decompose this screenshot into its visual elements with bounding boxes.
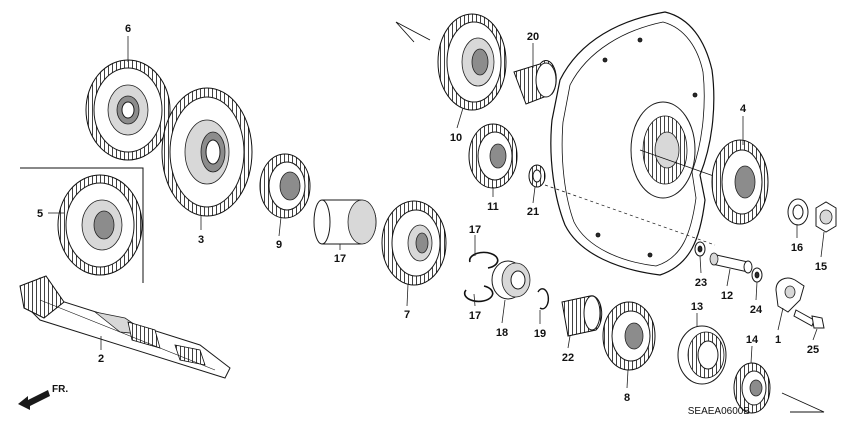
gear-5 — [57, 174, 143, 276]
diagram-code: SEAEA0600B — [688, 406, 751, 417]
needle-bearing-23 — [561, 295, 603, 337]
callout-10: 10 — [450, 132, 462, 144]
washer-24-right — [751, 267, 763, 283]
callout-3: 3 — [198, 234, 204, 246]
callout-17-upper: 17 — [469, 224, 481, 236]
bearing-19 — [491, 260, 531, 300]
callout-5: 5 — [37, 208, 43, 220]
callout-14: 14 — [746, 334, 759, 346]
callout-12: 12 — [721, 290, 733, 302]
direction-label: FR. — [52, 384, 68, 395]
callout-8: 8 — [624, 392, 630, 404]
gear-6 — [85, 59, 171, 161]
callout-21: 20 — [527, 31, 539, 43]
callout-13: 13 — [691, 301, 703, 313]
callout-22: 21 — [527, 206, 539, 218]
needle-bearing-21 — [513, 60, 557, 105]
washer-24-left — [694, 241, 706, 257]
gear-3 — [161, 87, 253, 217]
arrow-icon-lower-right — [781, 392, 825, 413]
front-arrow-icon — [18, 390, 50, 410]
shaft-12 — [709, 252, 753, 274]
callout-18: 17 — [334, 253, 346, 265]
snap-ring-17-lower — [463, 285, 494, 303]
callout-4: 4 — [740, 103, 747, 115]
gear-9 — [259, 153, 311, 219]
bolt-25 — [793, 309, 825, 329]
leader-lines — [48, 36, 825, 389]
gear-10 — [437, 13, 507, 111]
snap-ring-17-upper — [468, 251, 499, 269]
callout-9: 9 — [276, 239, 282, 251]
nut-15 — [815, 201, 837, 233]
callout-11: 11 — [487, 201, 499, 213]
callout-6: 6 — [125, 23, 131, 35]
housing-gasket — [544, 11, 726, 276]
gear-4 — [711, 139, 769, 225]
callout-2: 2 — [98, 353, 104, 365]
gear-14 — [733, 362, 771, 414]
gear-8 — [602, 301, 656, 371]
callout-19: 18 — [496, 327, 508, 339]
callouts: 6 5 3 9 17 2 7 10 20 11 21 4 16 15 17 17… — [37, 23, 827, 404]
callout-25: 25 — [807, 344, 819, 356]
gear-7 — [381, 200, 447, 286]
synchro-sleeve-13 — [677, 325, 727, 385]
sleeve-18 — [313, 199, 377, 245]
callout-24-left: 23 — [695, 277, 707, 289]
mainshaft-2 — [19, 275, 231, 379]
callout-20: 19 — [534, 328, 546, 340]
arrow-icon-upper-left — [395, 21, 431, 43]
callout-16: 16 — [791, 242, 803, 254]
bracket-frame — [20, 167, 144, 283]
callout-1: 1 — [775, 334, 781, 346]
fork-1 — [775, 277, 805, 313]
washer-16 — [787, 198, 809, 226]
callout-7: 7 — [404, 309, 410, 321]
snap-ring-20 — [537, 288, 550, 310]
callout-15: 15 — [815, 261, 827, 273]
gear-11 — [468, 123, 518, 189]
bearing-22 — [528, 164, 546, 188]
callout-23: 22 — [562, 352, 574, 364]
callout-17-lower: 17 — [469, 310, 481, 322]
callout-24-right: 24 — [750, 304, 763, 316]
